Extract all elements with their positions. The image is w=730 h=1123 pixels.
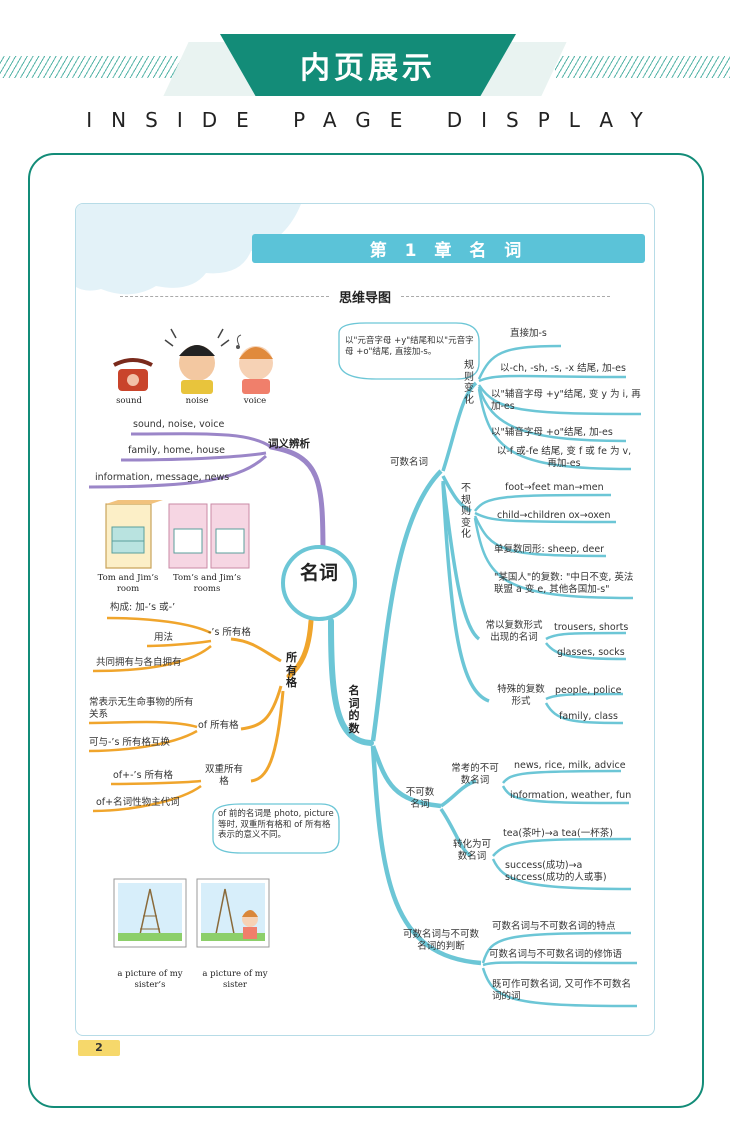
countable-title: 可数名词: [390, 457, 429, 468]
countable-note: 以"元音字母 +y"结尾和以"元音字母 +o"结尾, 直接加-s。: [345, 336, 474, 357]
regular-item: 以-f 或-fe 结尾, 变 f 或 fe 为 v, 再加-es: [496, 446, 632, 469]
header-banner: 内页展示: [220, 34, 516, 96]
convert-title: 转化为可数名词: [452, 839, 491, 862]
header-title: 内页展示: [300, 51, 436, 86]
room-picture-icon: [105, 500, 163, 569]
special-item: people, police: [555, 685, 622, 696]
caption-voice: voice: [243, 396, 267, 406]
eiffel-girl-photo-icon: [196, 878, 270, 948]
possessive-note: of 前的名词是 photo, picture 等时, 双重所有格和 of 所有…: [218, 809, 334, 841]
section-label: 思维导图: [339, 290, 392, 306]
telephone-icon: [113, 358, 153, 391]
s-possessive-item: 共同拥有与各自拥有: [96, 657, 182, 668]
caption-picture-sister: a picture of my sister: [202, 969, 268, 991]
center-circle: [281, 545, 357, 621]
s-possessive-item: 用法: [154, 632, 174, 643]
irregular-item: 单复数同形: sheep, deer: [494, 544, 605, 555]
caption-room: Tom and Jim’s room: [97, 573, 159, 595]
double-possessive-title: 双重所有格: [204, 764, 243, 787]
book-page: [75, 203, 655, 1036]
regular-item: 以"辅音字母 +o"结尾, 加-es: [491, 427, 613, 438]
voice-girl-icon: [236, 334, 273, 394]
header-hatch-right: [555, 56, 730, 78]
irregular-item: foot→feet man→men: [505, 482, 604, 493]
number-title: 名词的数: [348, 684, 360, 735]
irregular-title: 不规则变化: [461, 483, 471, 540]
noise-boy-icon: [164, 328, 230, 394]
eiffel-photo-icon: [113, 878, 187, 948]
common-uncountable-title: 常考的不可数名词: [451, 763, 499, 786]
judge-title: 可数名词与不可数名词的判断: [402, 929, 479, 952]
regular-item: 以-ch, -sh, -s, -x 结尾, 加-es: [500, 363, 626, 374]
convert-item: success(成功)→a success(成功的人或事): [505, 860, 607, 883]
s-possessive-item: 构成: 加-’s 或-’: [110, 602, 176, 613]
page-number-badge: 2: [78, 1040, 120, 1056]
plural-form-item: trousers, shorts: [554, 622, 629, 633]
irregular-item: "某国人"的复数: "中日不变, 英法联盟 a 变 e, 其他各国加-s": [494, 572, 634, 595]
irregular-item: child→children ox→oxen: [497, 510, 611, 521]
synonyms-title: 词义辨析: [268, 438, 310, 450]
special-title: 特殊的复数形式: [497, 684, 545, 707]
caption-picture-sisters: a picture of my sister’s: [117, 969, 183, 991]
caption-noise: noise: [185, 396, 209, 406]
header-subtitle: INSIDE PAGE DISPLAY: [86, 108, 662, 132]
mind-map-graphics: [76, 204, 642, 1008]
synonyms-item: sound, noise, voice: [133, 419, 225, 430]
double-possessive-item: of+-’s 所有格: [113, 770, 174, 781]
possessive-note-bubble: [212, 803, 340, 854]
rooms-picture-icon: [168, 503, 250, 569]
special-item: family, class: [559, 711, 618, 722]
judge-item: 既可作可数名词, 又可作不可数名词的词: [492, 979, 632, 1002]
of-possessive-title: of 所有格: [198, 720, 239, 731]
cloud-decoration: [76, 204, 301, 295]
plural-form-title: 常以复数形式出现的名词: [485, 620, 543, 643]
chapter-title: 第 1 章 名 词: [252, 234, 645, 263]
regular-title: 规则变化: [464, 360, 474, 406]
regular-item: 直接加-s: [510, 328, 547, 339]
regular-item: 以"辅音字母 +y"结尾, 变 y 为 i, 再加-es: [491, 389, 641, 412]
s-possessive-title: -’s 所有格: [208, 627, 251, 638]
mind-map-center: 名词: [299, 562, 338, 584]
common-uncountable-item: news, rice, milk, advice: [514, 760, 626, 771]
double-possessive-item: of+名词性物主代词: [96, 797, 180, 808]
common-uncountable-item: information, weather, fun: [510, 790, 632, 801]
convert-item: tea(茶叶)→a tea(一杯茶): [503, 828, 613, 839]
uncountable-title: 不可数名词: [405, 787, 435, 810]
judge-item: 可数名词与不可数名词的修饰语: [489, 949, 623, 960]
of-possessive-item: 常表示无生命事物的所有关系: [89, 697, 194, 720]
countable-note-bubble: [338, 322, 480, 380]
caption-rooms: Tom’s and Jim’s rooms: [173, 573, 241, 595]
possessive-title: 所有格: [286, 651, 297, 690]
section-heading: 思维导图: [120, 286, 611, 306]
synonyms-item: information, message, news: [95, 472, 230, 483]
of-possessive-item: 可与-’s 所有格互换: [89, 737, 170, 748]
judge-item: 可数名词与不可数名词的特点: [492, 921, 616, 932]
synonyms-item: family, home, house: [128, 445, 225, 456]
plural-form-item: glasses, socks: [557, 647, 625, 658]
caption-sound: sound: [116, 396, 142, 406]
header-hatch-left: [0, 56, 200, 78]
